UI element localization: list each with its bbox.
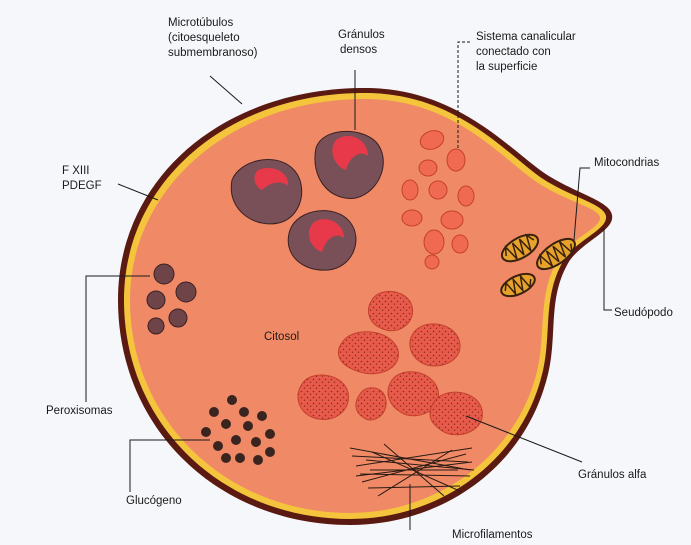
label-microtubules-3: submembranoso) (168, 47, 258, 59)
label-microtubules-1: Microtúbulos (168, 17, 233, 29)
alpha-granule (356, 388, 386, 420)
label-microfilaments: Microfilamentos (452, 529, 533, 541)
alpha-granule (430, 392, 482, 435)
canalicular-vesicle (452, 235, 468, 253)
canalicular-vesicle (402, 180, 418, 200)
label-peroxisomes: Peroxisomas (46, 405, 113, 417)
peroxisome (176, 282, 196, 302)
peroxisome (169, 309, 187, 327)
label-mitochondria: Mitocondrias (594, 157, 659, 169)
label-canalicular-2: conectado con (476, 46, 551, 58)
label-cytosol: Citosol (264, 331, 299, 343)
leader-pseudopod (604, 228, 612, 310)
label-microtubules-2: (citoesqueleto (168, 32, 240, 44)
alpha-granule (410, 324, 460, 366)
label-canalicular-3: la superficie (476, 61, 537, 73)
canalicular-vesicle (419, 160, 437, 176)
canalicular-vesicle (458, 186, 474, 206)
label-dense-granules-2: densos (340, 44, 377, 56)
canalicular-vesicle (425, 255, 439, 269)
alpha-granule (298, 375, 349, 420)
peroxisome (148, 318, 164, 334)
label-pseudopod: Seudópodo (614, 307, 673, 319)
canalicular-vesicle (424, 230, 444, 254)
canalicular-vesicle (429, 181, 447, 199)
leader-microtubules (210, 76, 242, 104)
canalicular-vesicle (402, 210, 422, 226)
alpha-granule (368, 291, 412, 330)
label-glycogen: Glucógeno (126, 495, 182, 507)
peroxisome (154, 264, 174, 284)
label-canalicular-1: Sistema canalicular (476, 31, 576, 43)
canalicular-vesicle (447, 149, 465, 171)
label-alpha-granules: Gránulos alfa (578, 469, 647, 481)
label-pdegf: PDEGF (62, 180, 102, 192)
label-fxiii: F XIII (62, 165, 89, 177)
canalicular-vesicle (441, 211, 463, 229)
peroxisome (147, 291, 165, 309)
label-dense-granules-1: Gránulos (338, 29, 385, 41)
